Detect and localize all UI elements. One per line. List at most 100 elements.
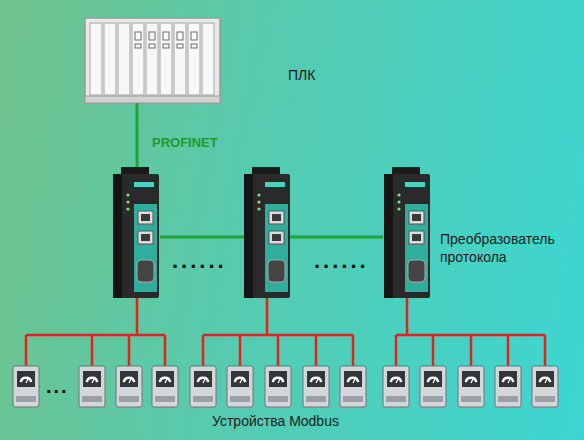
- protocol-label: PROFINET: [152, 134, 218, 152]
- gauge-needle: [129, 377, 132, 383]
- gauge-arc: [86, 377, 99, 383]
- modbus-device: [190, 366, 216, 407]
- device-base: [16, 396, 36, 402]
- gauge-needle: [316, 377, 319, 383]
- module-led: [135, 32, 141, 40]
- modbus-line: [266, 297, 269, 335]
- rack-module: [202, 23, 214, 95]
- ethernet-port: [409, 211, 424, 224]
- device-screen: [499, 371, 517, 387]
- protocol-gateway: [244, 167, 290, 298]
- gauge-needle: [545, 377, 548, 383]
- ethernet-port: [138, 231, 153, 244]
- modbus-drop: [277, 335, 280, 367]
- module-led: [149, 32, 155, 40]
- ellipsis: ......: [172, 250, 227, 272]
- device-base: [119, 396, 139, 402]
- device-screen: [462, 371, 480, 387]
- gauge-needle: [433, 377, 436, 383]
- gateway-led: [397, 207, 400, 210]
- gateway-logo: [265, 182, 285, 187]
- plc-node: ПЛК: [85, 18, 220, 103]
- device-base: [498, 396, 518, 402]
- device-base: [461, 396, 481, 402]
- gateway-side: [384, 174, 393, 298]
- rack-module: [160, 23, 172, 95]
- module-led: [191, 32, 197, 40]
- gateway-panel: [265, 204, 288, 292]
- gauge-needle: [508, 377, 511, 383]
- device-screen: [307, 371, 325, 387]
- gateway-led: [257, 193, 260, 196]
- gateway-node: Преобразователь протокола: [384, 167, 430, 298]
- module-led: [191, 44, 197, 48]
- module-led: [135, 44, 141, 48]
- device-screen: [344, 371, 362, 387]
- device-base: [306, 396, 326, 402]
- plc-label: ПЛК: [288, 66, 315, 84]
- gauge-arc: [427, 377, 440, 383]
- device-screen: [269, 371, 287, 387]
- gateway-led: [257, 207, 260, 210]
- device-screen: [424, 371, 442, 387]
- gauge-arc: [539, 377, 552, 383]
- modbus-drop: [202, 335, 205, 367]
- profinet-line: [160, 236, 244, 239]
- gauge-arc: [465, 377, 478, 383]
- device-screen: [83, 371, 101, 387]
- port-socket: [412, 234, 421, 241]
- gateway-led: [126, 200, 129, 203]
- gateway-body: [244, 174, 290, 298]
- device-screen: [17, 371, 35, 387]
- device-body: [383, 366, 409, 407]
- ellipsis: ......: [314, 250, 369, 272]
- device-screen: [387, 371, 405, 387]
- protocol-gateway: [384, 167, 430, 298]
- rack-module: [90, 23, 102, 95]
- device-body: [532, 366, 558, 407]
- module-led: [149, 44, 155, 48]
- device-base: [193, 396, 213, 402]
- modbus-drop: [239, 335, 242, 367]
- device-body: [190, 366, 216, 407]
- module-led: [163, 32, 169, 40]
- device-body: [340, 366, 366, 407]
- rack-body: [85, 18, 220, 103]
- device-body: [79, 366, 105, 407]
- ethernet-port: [409, 231, 424, 244]
- modbus-drop: [395, 335, 398, 367]
- protocol-gateway: [113, 167, 159, 298]
- modbus-drop: [507, 335, 510, 367]
- gauge-arc: [272, 377, 285, 383]
- gauge-arc: [502, 377, 515, 383]
- gauge-needle: [26, 377, 29, 383]
- modbus-device: [79, 366, 105, 407]
- rack-module: [118, 23, 130, 95]
- gateway-led: [257, 200, 260, 203]
- serial-port: [137, 260, 154, 282]
- device-body: [420, 366, 446, 407]
- gauge-needle: [203, 377, 206, 383]
- modbus-bus: [26, 334, 165, 337]
- rack-module: [104, 23, 116, 95]
- gateway-panel: [134, 204, 157, 292]
- device-body: [227, 366, 253, 407]
- modbus-device: [383, 366, 409, 407]
- modbus-drop: [315, 335, 318, 367]
- modbus-device: [152, 366, 178, 407]
- modbus-drop: [432, 335, 435, 367]
- device-screen: [231, 371, 249, 387]
- device-body: [152, 366, 178, 407]
- modbus-drop: [164, 335, 167, 367]
- gauge-arc: [310, 377, 323, 383]
- module-led: [163, 44, 169, 48]
- port-socket: [141, 234, 150, 241]
- device-body: [303, 366, 329, 407]
- modbus-device: [116, 366, 142, 407]
- modbus-device: [303, 366, 329, 407]
- device-body: [458, 366, 484, 407]
- rack-module: [132, 23, 144, 95]
- ethernet-port: [269, 231, 284, 244]
- modbus-device: [495, 366, 521, 407]
